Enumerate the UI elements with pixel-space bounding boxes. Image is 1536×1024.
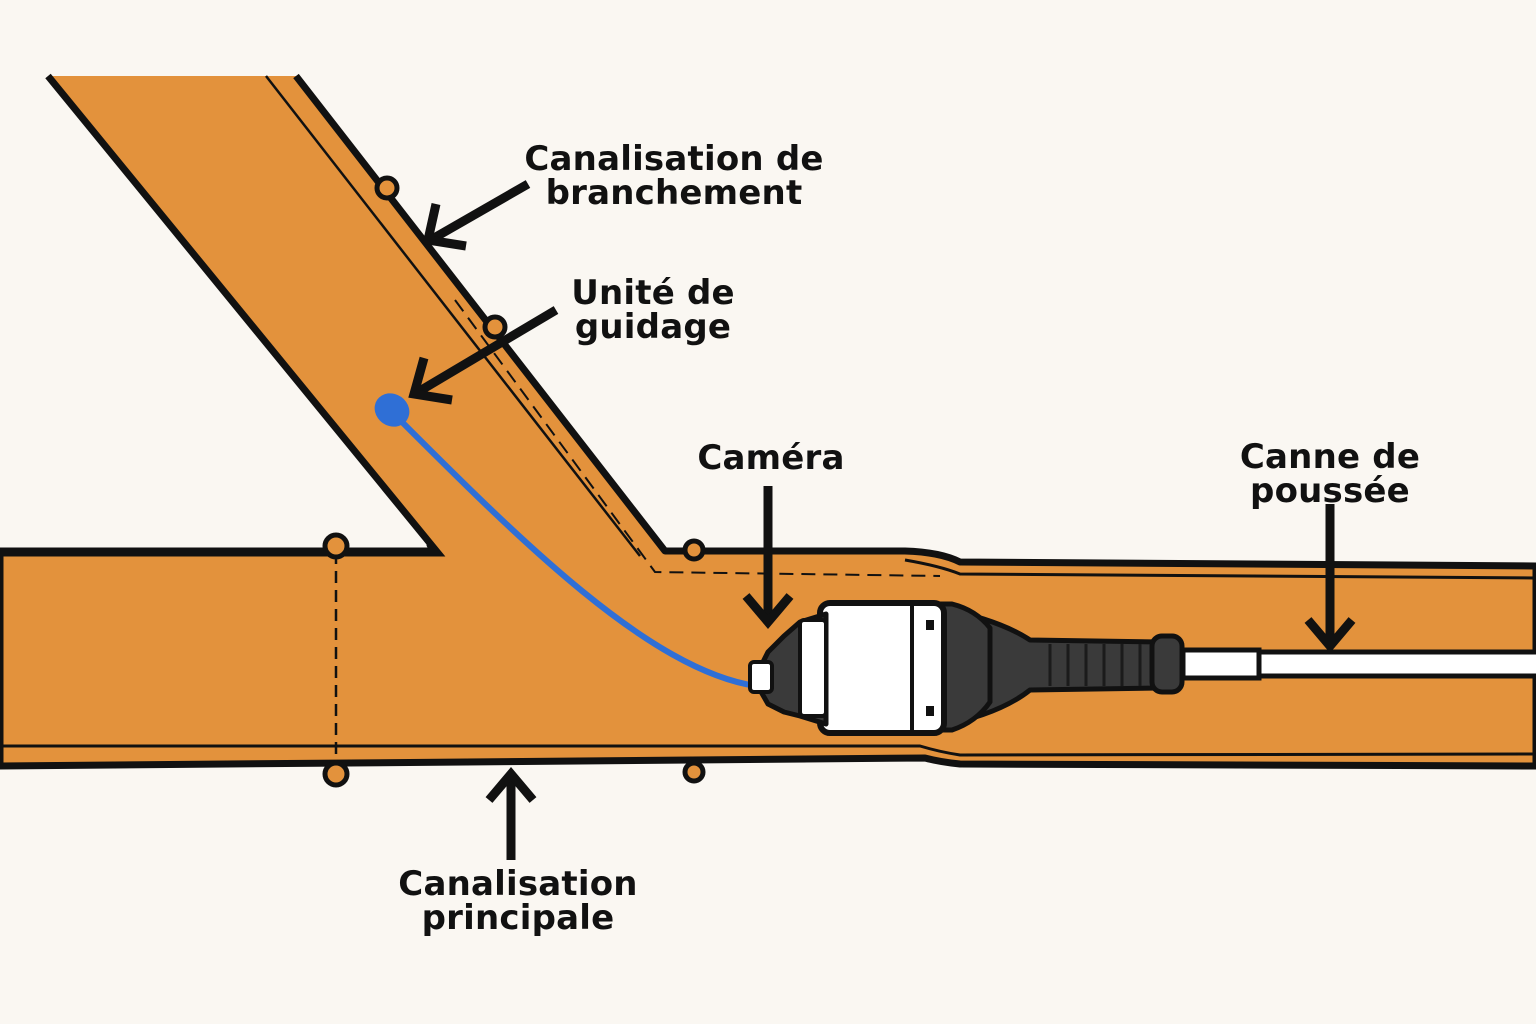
rivet [322, 760, 350, 788]
label-branch-pipe-line2: branchement [545, 173, 803, 213]
camera-lens [748, 660, 774, 694]
branch-pipe-inner-line [265, 75, 641, 557]
arrows [408, 180, 1356, 860]
label-branch-pipe-line1: Canalisation de [524, 139, 824, 179]
label-push-rod: Canne de poussée [1220, 440, 1440, 508]
rivet [374, 175, 400, 201]
guide-unit-group [374, 393, 759, 689]
locator-sonde-icon [374, 393, 410, 427]
label-main-pipe-line2: principale [421, 898, 615, 938]
label-push-rod-line2: poussée [1250, 471, 1410, 511]
push-rod [1177, 647, 1536, 681]
branch-pipe-dashed-seam [454, 299, 941, 577]
push-rod-ferrule [1180, 647, 1262, 681]
label-main-pipe: Canalisation principale [388, 867, 648, 935]
camera-screw [926, 706, 934, 716]
arrow-camera-icon [742, 486, 794, 629]
arrow-branch-pipe-icon [422, 180, 531, 251]
camera-grip-ribs [1048, 644, 1142, 686]
rivet [322, 532, 350, 560]
label-guide-unit-line2: guidage [574, 307, 732, 347]
label-push-rod-line1: Canne de [1239, 437, 1421, 477]
branch-pipe-outer-wall [0, 73, 446, 557]
camera-body [817, 600, 947, 736]
camera-lens-ring [798, 618, 828, 718]
label-guide-unit-line1: Unité de [571, 273, 735, 313]
arrow-main-pipe-icon [485, 767, 537, 860]
camera-screw [926, 620, 934, 630]
rivet [682, 760, 706, 784]
label-main-pipe-line1: Canalisation [398, 864, 638, 904]
branch-pipe-upper-wall [293, 73, 905, 555]
pipe-rivets [322, 175, 706, 788]
inspection-camera-icon [748, 600, 1185, 736]
camera-connector [1149, 633, 1185, 695]
arrow-push-rod-icon [1304, 504, 1356, 653]
rivet [482, 314, 508, 340]
label-camera-line1: Caméra [697, 438, 845, 478]
branch-pipe [48, 76, 700, 570]
label-branch-pipe: Canalisation de branchement [514, 142, 834, 210]
rivet [682, 538, 706, 562]
label-guide-unit: Unité de guidage [548, 276, 758, 344]
guide-cable [395, 415, 759, 689]
arrow-guide-unit-icon [408, 306, 559, 405]
main-pipe-top-inner-line [904, 558, 1536, 580]
label-camera: Caméra [686, 441, 856, 475]
main-pipe-bottom-inner-line [0, 744, 1536, 757]
